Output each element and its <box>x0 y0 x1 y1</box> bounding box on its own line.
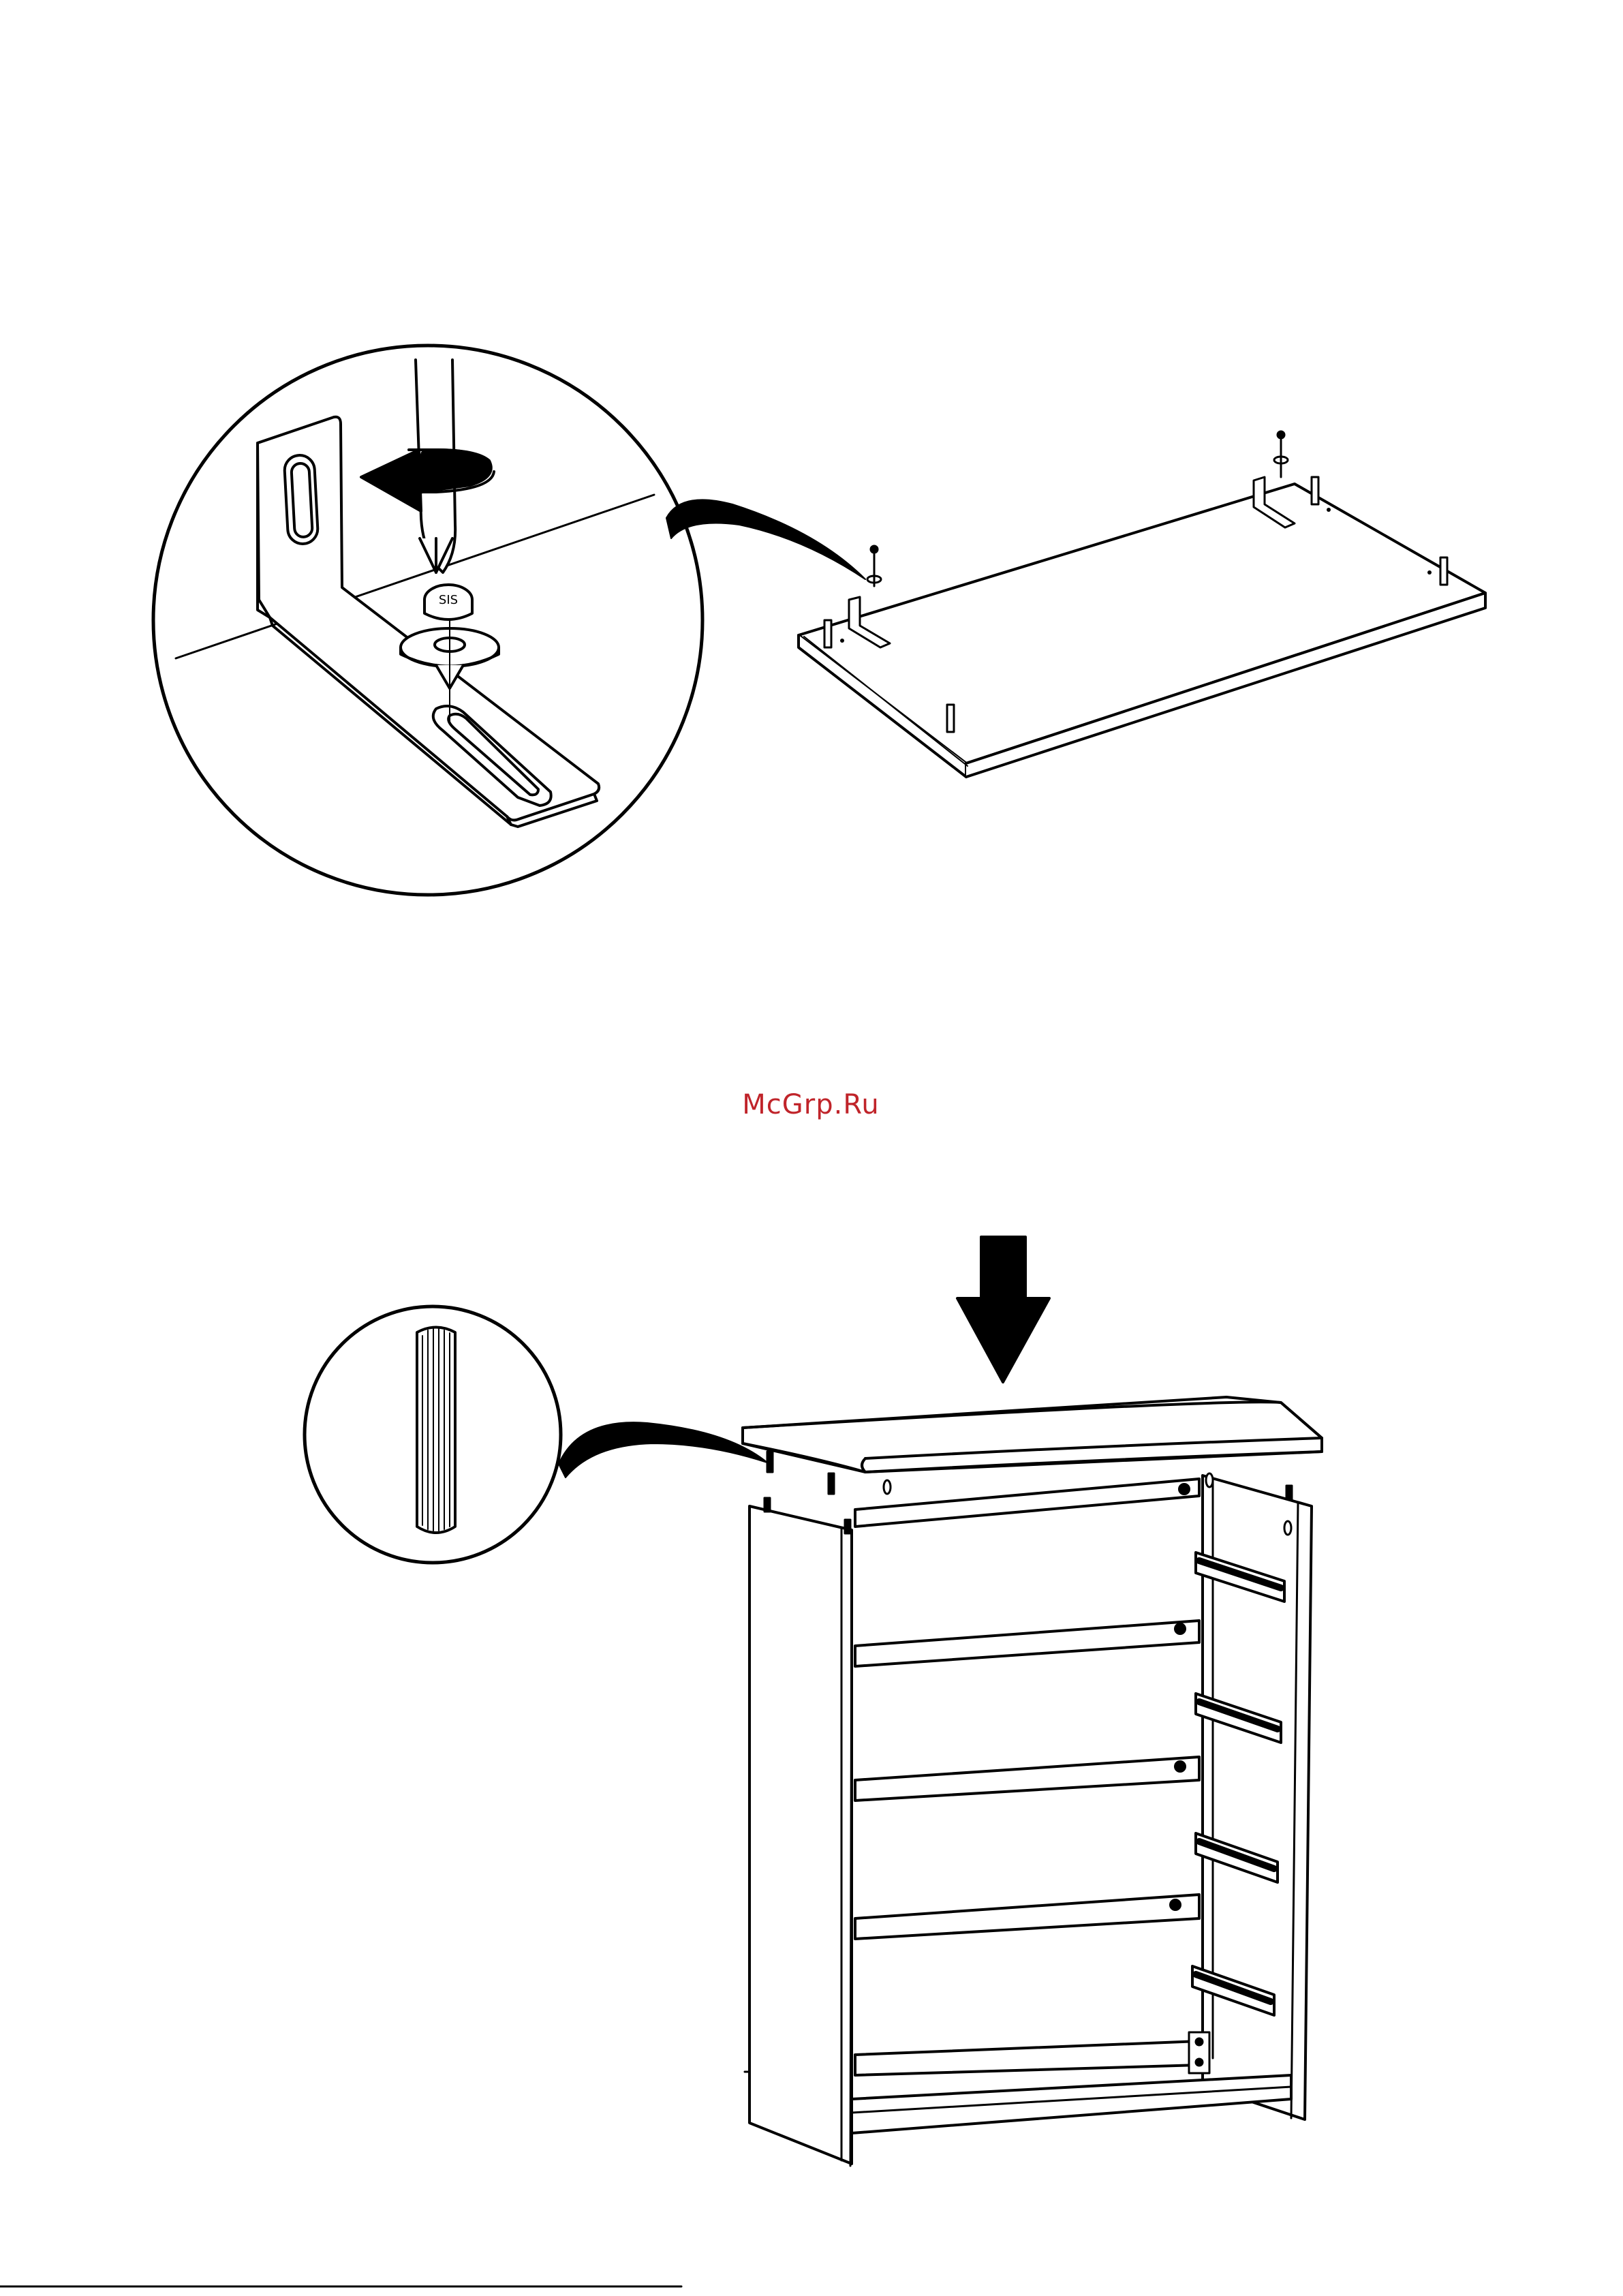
step2-detail-circle <box>305 1306 561 1563</box>
step1-detail-circle: SIS <box>153 346 702 895</box>
bracket-icon <box>1189 2032 1209 2073</box>
step1-top-panel <box>799 431 1485 777</box>
step2-connector <box>559 1422 767 1478</box>
wooden-dowel-icon <box>417 1328 455 1533</box>
step2-cabinet <box>743 1397 1322 2166</box>
cross-rail <box>855 1621 1199 2075</box>
cabinet-top-panel <box>743 1397 1322 1472</box>
watermark-text: McGrp.Ru <box>736 1089 886 1120</box>
step1-group: SIS <box>153 346 1485 895</box>
step2-group <box>305 1237 1322 2166</box>
down-arrow-icon <box>957 1237 1049 1382</box>
cabinet-left-side <box>749 1506 852 2166</box>
svg-text:SIS: SIS <box>439 593 458 607</box>
screw-icon: SIS <box>424 585 472 619</box>
